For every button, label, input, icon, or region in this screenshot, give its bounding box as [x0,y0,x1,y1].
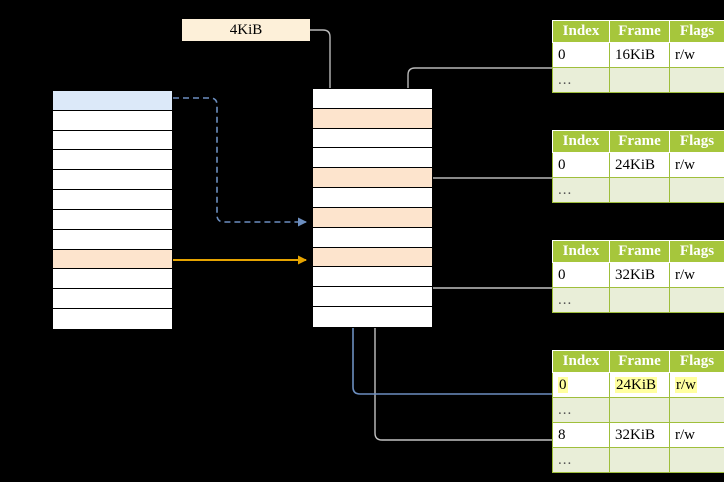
highlighted-value: 24KiB [615,376,658,393]
physical-row-row-4 [313,168,432,189]
cell-index: ... [552,287,610,313]
cell-flags: r/w [669,422,724,448]
physical-row-row-9 [313,267,432,288]
virtual-row-row-4 [53,170,172,191]
column-header-index: Index [552,130,610,153]
cell-frame [609,177,670,203]
cell-index: ... [552,67,610,93]
cell-index: ... [552,177,610,203]
table-row: ... [552,67,724,93]
physical-row-row-10 [313,287,432,308]
column-header-flags: Flags [669,20,724,43]
cell-index: 8 [552,422,610,448]
virtual-row-row-8 [53,249,172,270]
cell-frame: 32KiB [609,422,670,448]
highlighted-value: 0 [558,376,568,393]
page-size-label: 4KiB [182,19,310,41]
table-row: ... [552,287,724,313]
table-row: ... [552,177,724,203]
cell-flags: r/w [669,42,724,68]
cell-frame [609,447,670,473]
virtual-row-row-3 [53,150,172,171]
cell-frame: 32KiB [609,262,670,288]
column-header-frame: Frame [609,130,670,153]
virtual-row-row-0 [53,91,172,111]
cell-index: 0 [552,372,610,398]
physical-row-row-3 [313,148,432,169]
cell-flags [669,287,724,313]
virtual-row-row-11 [53,309,172,329]
cell-flags [669,177,724,203]
table-row: 0 24KiB r/w [552,372,724,398]
virtual-row-row-6 [53,209,172,230]
cell-index: 0 [552,42,610,68]
physical-row-row-0 [313,89,432,109]
column-header-frame: Frame [609,350,670,373]
cell-flags [669,447,724,473]
column-header-frame: Frame [609,20,670,43]
cell-flags: r/w [669,152,724,178]
physical-row-row-11 [313,307,432,327]
column-header-flags: Flags [669,350,724,373]
cell-frame [609,397,670,423]
column-header-index: Index [552,20,610,43]
cell-frame [609,67,670,93]
column-header-flags: Flags [669,130,724,153]
physical-row-row-8 [313,247,432,268]
physical-row-row-1 [313,108,432,129]
cell-index: 0 [552,262,610,288]
physical-row-row-5 [313,188,432,208]
cell-frame: 24KiB [609,152,670,178]
page-size-text: 4KiB [229,21,263,38]
cell-frame: 16KiB [609,42,670,68]
cell-index: ... [552,397,610,423]
physical-row-row-2 [313,128,432,149]
virtual-address-column [52,90,173,330]
physical-memory-column [312,88,433,328]
column-header-index: Index [552,350,610,373]
virtual-row-row-10 [53,289,172,310]
table-row: ... [552,447,724,473]
table-row: ... [552,397,724,423]
cell-index: 0 [552,152,610,178]
virtual-row-row-9 [53,269,172,290]
virtual-row-row-5 [53,190,172,210]
highlighted-value: r/w [675,376,697,393]
physical-row-row-7 [313,227,432,248]
physical-row-row-6 [313,207,432,228]
virtual-row-row-1 [53,110,172,131]
cell-frame: 24KiB [609,372,670,398]
cell-flags [669,67,724,93]
virtual-row-row-2 [53,130,172,151]
column-header-flags: Flags [669,240,724,263]
cell-frame [609,287,670,313]
cell-flags: r/w [669,372,724,398]
column-header-frame: Frame [609,240,670,263]
cell-index: ... [552,447,610,473]
cell-flags [669,397,724,423]
virtual-row-row-7 [53,229,172,250]
column-header-index: Index [552,240,610,263]
cell-flags: r/w [669,262,724,288]
